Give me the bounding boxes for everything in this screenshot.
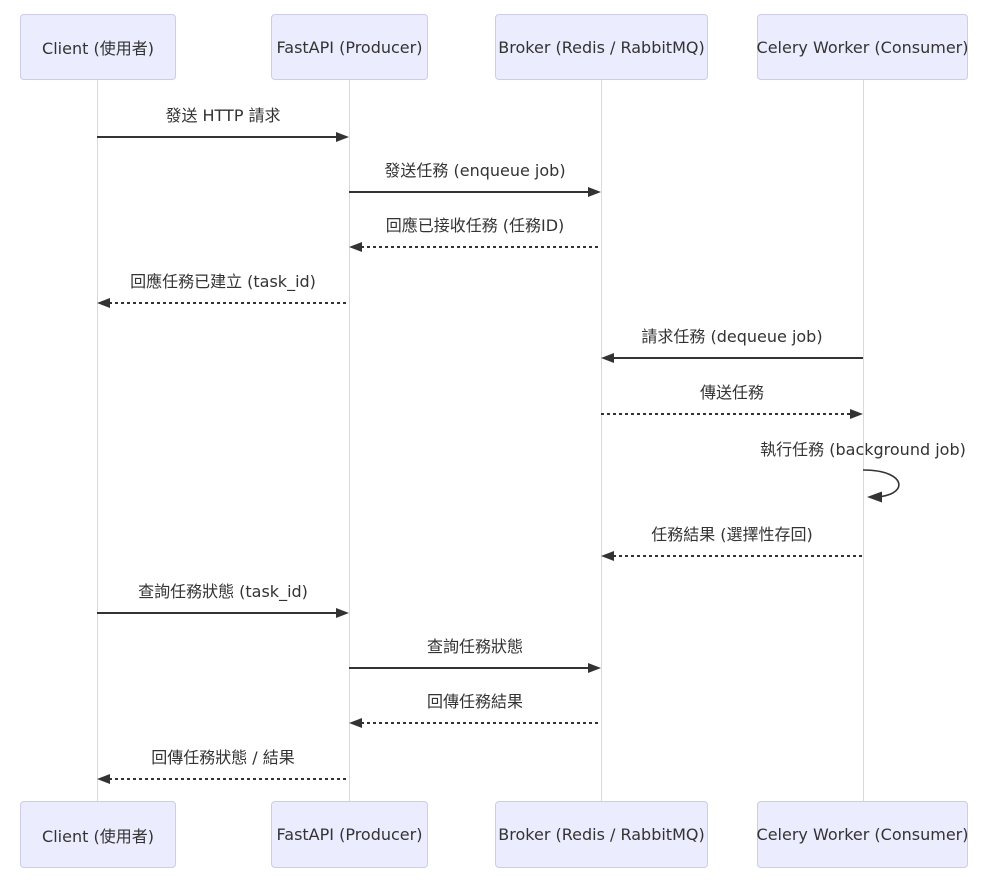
message-label: 發送 HTTP 請求: [165, 106, 281, 125]
arrowhead-right-icon: [588, 187, 601, 197]
arrowhead-left-icon: [601, 353, 614, 363]
message-line: [601, 413, 851, 415]
lifeline-worker: [863, 80, 864, 801]
message-line: [349, 667, 589, 669]
actor-box-broker-bottom: Broker (Redis / RabbitMQ): [495, 801, 708, 868]
actor-box-fastapi-top: FastAPI (Producer): [271, 14, 428, 80]
message-line: [613, 357, 863, 359]
arrowhead-right-icon: [336, 132, 349, 142]
message-label: 回傳任務狀態 / 結果: [151, 748, 295, 767]
arrowhead-left-icon: [349, 718, 362, 728]
message-line: [361, 722, 601, 724]
message-label: 任務結果 (選擇性存回): [651, 525, 813, 544]
arrowhead-left-icon: [97, 774, 110, 784]
arrowhead-left-icon: [97, 298, 110, 308]
message-label: 執行任務 (background job): [760, 440, 966, 459]
arrowhead-right-icon: [850, 409, 863, 419]
message-label: 請求任務 (dequeue job): [641, 327, 823, 346]
message-label: 傳送任務: [699, 383, 764, 402]
message-line: [109, 778, 349, 780]
lifeline-client: [97, 80, 98, 801]
actor-box-fastapi-bottom: FastAPI (Producer): [271, 801, 428, 868]
message-line: [349, 191, 589, 193]
message-line: [97, 612, 337, 614]
arrowhead-right-icon: [588, 663, 601, 673]
actor-box-worker-bottom: Celery Worker (Consumer): [757, 801, 968, 868]
message-label: 回應已接收任務 (任務ID): [385, 216, 565, 235]
message-label: 查詢任務狀態: [426, 637, 523, 656]
message-label: 查詢任務狀態 (task_id): [138, 582, 308, 601]
actor-box-client-top: Client (使用者): [20, 14, 176, 80]
message-label: 發送任務 (enqueue job): [384, 161, 566, 180]
actor-box-client-bottom: Client (使用者): [20, 801, 176, 868]
lifeline-fastapi: [349, 80, 350, 801]
message-line: [109, 302, 349, 304]
message-line: [97, 136, 337, 138]
self-loop-arrow: [863, 469, 900, 503]
message-label: 回傳任務結果: [426, 692, 523, 711]
arrowhead-left-icon: [601, 551, 614, 561]
actor-box-broker-top: Broker (Redis / RabbitMQ): [495, 14, 708, 80]
lifeline-broker: [601, 80, 602, 801]
message-label: 回應任務已建立 (task_id): [130, 272, 316, 291]
arrowhead-left-icon: [349, 242, 362, 252]
arrowhead-right-icon: [336, 608, 349, 618]
message-line: [361, 246, 601, 248]
message-line: [613, 555, 863, 557]
actor-box-worker-top: Celery Worker (Consumer): [757, 14, 968, 80]
